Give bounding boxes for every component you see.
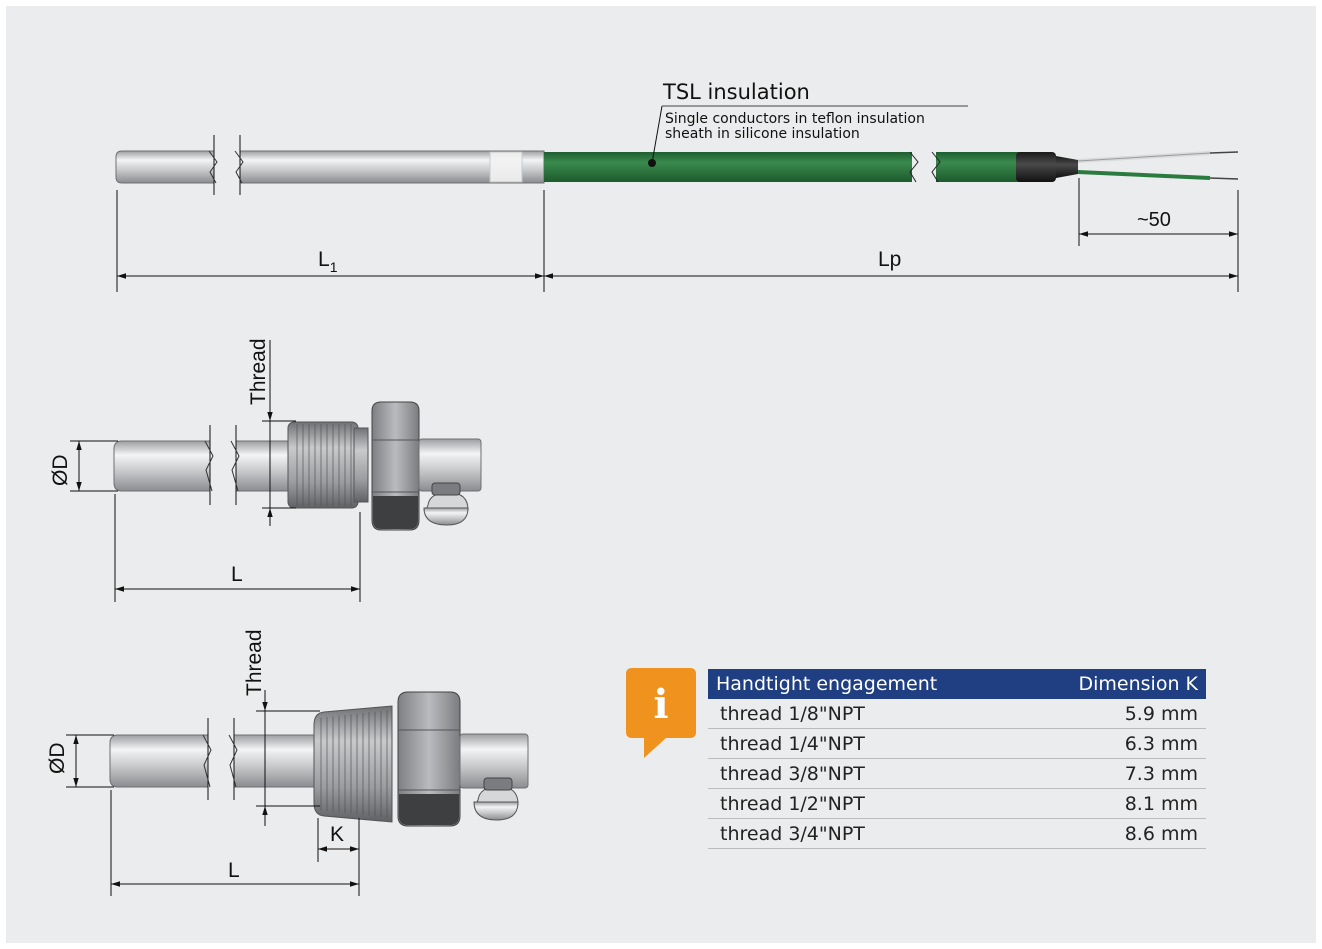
dimension-lp-label: Lp (878, 248, 901, 271)
thread-size-cell: thread 3/8"NPT (708, 758, 1025, 789)
table-header-dimension-k: Dimension K (1024, 669, 1206, 699)
callout-line-1: Single conductors in teflon insulation (665, 111, 925, 127)
middle-thread-label: Thread (247, 338, 270, 405)
dimension-wire-label: ~50 (1137, 209, 1171, 231)
thread-size-cell: thread 1/2"NPT (708, 788, 1025, 819)
bottom-diameter-label: ØD (46, 743, 69, 775)
bottom-k-label: K (330, 823, 344, 846)
thread-size-cell: thread 1/8"NPT (708, 699, 1025, 729)
bottom-thread-label: Thread (243, 629, 266, 696)
dimension-k-cell: 6.3 mm (1024, 728, 1206, 759)
info-icon-glyph: i (653, 681, 668, 728)
handtight-engagement-table: Handtight engagement Dimension K thread … (708, 669, 1206, 849)
table-header-engagement: Handtight engagement (708, 669, 1025, 699)
dimension-k-cell: 8.1 mm (1024, 788, 1206, 819)
info-icon: i (626, 668, 696, 758)
top-sensor-drawing (115, 105, 1239, 292)
middle-sensor-drawing (70, 340, 482, 602)
callout-line-2: sheath in silicone insulation (665, 126, 860, 142)
callout-title: TSL insulation (662, 80, 810, 104)
bottom-sensor-drawing (66, 690, 529, 896)
table-header-row: Handtight engagement Dimension K (708, 669, 1206, 699)
middle-diameter-label: ØD (49, 455, 72, 487)
dimension-k-cell: 5.9 mm (1024, 699, 1206, 729)
table-row: thread 1/2"NPT 8.1 mm (708, 788, 1206, 819)
bottom-length-label: L (228, 859, 240, 882)
dimension-l1-label: L1 (318, 248, 338, 275)
table-row: thread 3/4"NPT 8.6 mm (708, 818, 1206, 849)
dimension-k-cell: 8.6 mm (1024, 818, 1206, 849)
middle-length-label: L (231, 563, 243, 586)
table-row: thread 1/8"NPT 5.9 mm (708, 699, 1206, 729)
thread-size-cell: thread 3/4"NPT (708, 818, 1025, 849)
table-row: thread 1/4"NPT 6.3 mm (708, 728, 1206, 759)
table-row: thread 3/8"NPT 7.3 mm (708, 758, 1206, 789)
thread-size-cell: thread 1/4"NPT (708, 728, 1025, 759)
dimension-k-cell: 7.3 mm (1024, 758, 1206, 789)
